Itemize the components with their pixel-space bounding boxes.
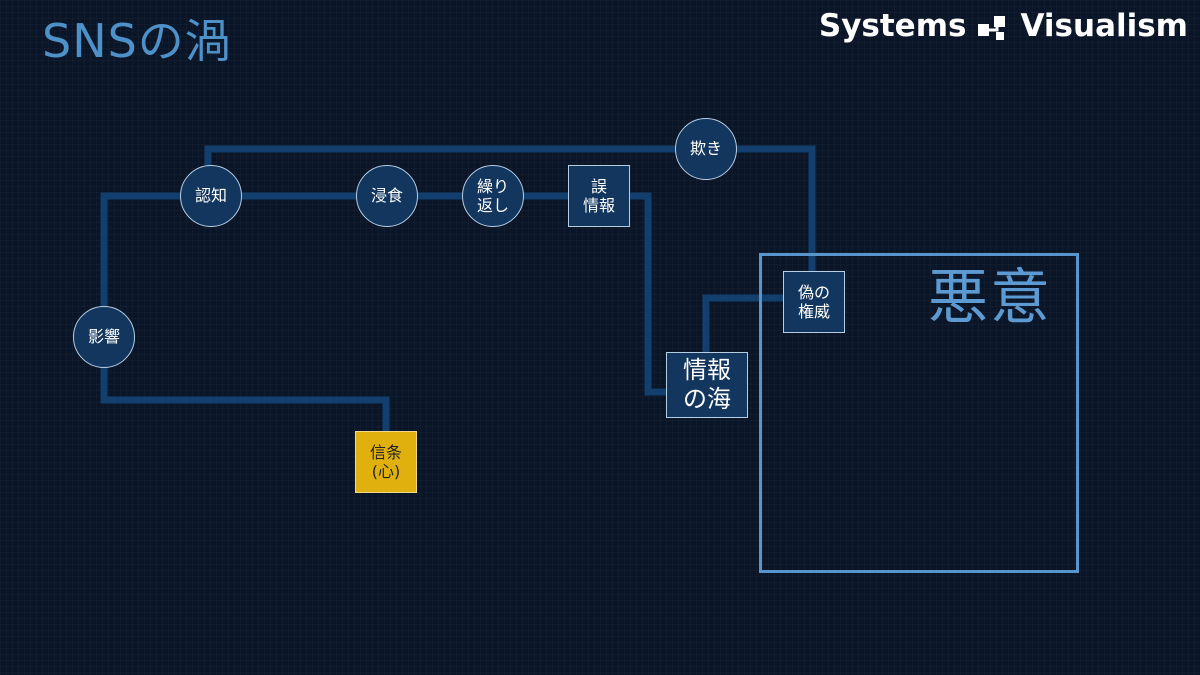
wire-influence-to-belief bbox=[100, 358, 390, 432]
node-erosion: 浸食 bbox=[356, 165, 418, 227]
wire-main-chain bbox=[100, 192, 676, 396]
brand-text-left: Systems bbox=[818, 8, 967, 44]
node-repetition-label-line2: 返し bbox=[476, 196, 509, 215]
brand-text-right: Visualism bbox=[1020, 8, 1188, 44]
node-misinformation-label-line1: 誤 bbox=[590, 176, 607, 196]
node-influence-label: 影響 bbox=[87, 327, 120, 347]
node-cognition: 認知 bbox=[180, 165, 242, 227]
wire-authority-to-sea bbox=[702, 294, 784, 352]
node-false-authority: 偽の 権威 bbox=[783, 271, 845, 333]
node-false-authority-label-line1: 偽の bbox=[797, 282, 830, 302]
node-belief-label-line1: 信条 bbox=[369, 442, 402, 462]
malice-box bbox=[759, 253, 1079, 573]
node-misinformation: 誤 情報 bbox=[568, 165, 630, 227]
node-deception-label: 欺き bbox=[689, 139, 722, 159]
node-cognition-label: 認知 bbox=[194, 186, 227, 206]
node-repetition-label-line1: 繰り bbox=[476, 176, 509, 196]
node-erosion-label: 浸食 bbox=[370, 186, 403, 206]
node-false-authority-label-line2: 権威 bbox=[797, 302, 830, 321]
node-sea-of-information-label-line1: 情報 bbox=[683, 356, 731, 385]
node-influence: 影響 bbox=[73, 306, 135, 368]
systems-logo-icon bbox=[978, 15, 1006, 40]
node-sea-of-information-label-line2: の海 bbox=[683, 385, 731, 413]
node-misinformation-label-line2: 情報 bbox=[582, 196, 615, 215]
node-deception: 欺き bbox=[675, 118, 737, 180]
node-repetition: 繰り 返し bbox=[462, 165, 524, 227]
node-sea-of-information: 情報 の海 bbox=[666, 352, 748, 418]
page-title: SNSの渦 bbox=[42, 14, 232, 68]
brand-logo: Systems Visualism bbox=[819, 8, 1188, 45]
malice-label: 悪意 bbox=[928, 263, 1052, 333]
node-belief: 信条 (心) bbox=[355, 431, 417, 493]
node-belief-label-line2: (心) bbox=[371, 462, 401, 481]
